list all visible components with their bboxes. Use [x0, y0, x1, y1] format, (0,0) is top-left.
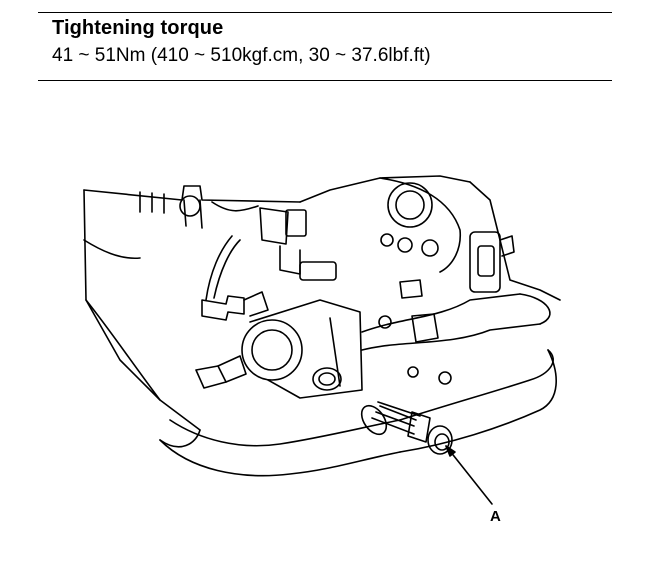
- torque-heading: Tightening torque: [52, 17, 224, 39]
- torque-value: 41 ~ 51Nm (410 ~ 510kgf.cm, 30 ~ 37.6lbf…: [52, 45, 431, 66]
- bottom-rule: [38, 80, 612, 81]
- callout-arrowhead: [445, 445, 456, 457]
- callout-leader-line: [445, 445, 493, 505]
- engine-block: [83, 175, 561, 477]
- bolt-a: [312, 367, 453, 455]
- top-rule: [38, 12, 612, 13]
- callout-label-a: A: [490, 508, 501, 525]
